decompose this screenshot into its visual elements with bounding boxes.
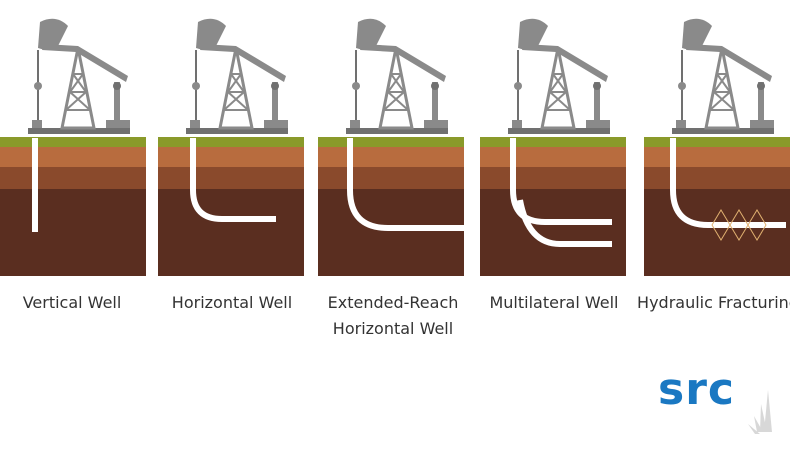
well-panel-hydraulic-fracturing [644,0,790,290]
grass-layer [158,137,304,147]
soil-layer-light [644,147,790,167]
label-extended-reach-well: Extended-Reach Horizontal Well [327,293,459,338]
ground-strata [0,137,146,276]
well-panel-vertical [0,0,150,290]
soil-layer-mid [644,167,790,189]
logo-rays [748,390,772,434]
soil-layer-dark [158,189,304,276]
soil-layer-dark [480,189,626,276]
grass-layer [0,137,146,147]
fracture-marks [711,209,767,241]
grass-layer [318,137,464,147]
src-logo: src [656,360,776,440]
hydraulic-fracturing-illustration [644,18,790,276]
ground-strata [480,137,626,276]
well-panel-horizontal [158,0,308,290]
vertical-well-illustration [0,18,146,276]
soil-layer-light [0,147,146,167]
pumpjack-icon [28,18,130,134]
soil-layer-dark [0,189,146,276]
extended-reach-well-illustration [318,18,464,276]
soil-layer-light [158,147,304,167]
well-panel-extended-reach [318,0,468,290]
label-horizontal-well: Horizontal Well [171,293,293,312]
src-logo-icon: src [658,364,772,434]
multilateral-well-illustration [480,18,626,276]
ground-strata [644,137,790,276]
soil-layer-mid [480,167,626,189]
label-hydraulic-fracturing: Hydraulic Fracturing [637,293,790,312]
pumpjack-icon [186,18,288,134]
well-panel-multilateral [480,0,630,290]
ground-strata [318,137,464,276]
pumpjack-icon [672,18,774,134]
horizontal-wellbore [190,138,276,222]
soil-layer-mid [158,167,304,189]
soil-layer-mid [318,167,464,189]
soil-layer-light [318,147,464,167]
multilateral-wellbore-lower [517,199,612,247]
fracturing-wellbore [670,138,786,228]
soil-layer-light [480,147,626,167]
grass-layer [480,137,626,147]
soil-layer-dark [318,189,464,276]
horizontal-well-illustration [158,18,304,276]
label-multilateral-well: Multilateral Well [489,293,619,312]
soil-layer-mid [0,167,146,189]
extended-reach-wellbore [347,138,464,231]
svg-text:src: src [658,364,735,415]
grass-layer [644,137,790,147]
ground-strata [158,137,304,276]
pumpjack-icon [346,18,448,134]
pumpjack-icon [508,18,610,134]
label-vertical-well: Vertical Well [22,293,122,312]
